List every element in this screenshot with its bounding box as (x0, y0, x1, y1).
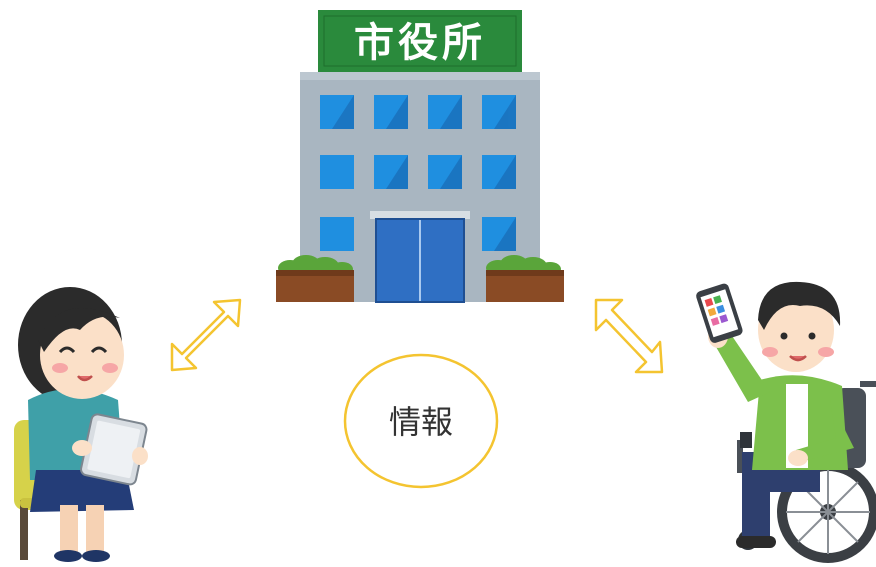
city-hall-building: 市役所 (276, 10, 564, 303)
arrow-right-bidirectional (594, 298, 664, 374)
arrow-left-bidirectional (170, 298, 242, 372)
planter-right (486, 255, 564, 302)
info-label: 情報 (389, 403, 453, 441)
building-windows (320, 95, 516, 251)
info-bubble: 情報 (343, 353, 499, 489)
city-hall-sign (318, 10, 522, 72)
man-in-wheelchair-with-phone-icon (696, 281, 876, 563)
woman-with-tablet-icon (14, 287, 148, 562)
planter-left (276, 255, 354, 302)
city-hall-sign-text: 市役所 (354, 20, 486, 66)
